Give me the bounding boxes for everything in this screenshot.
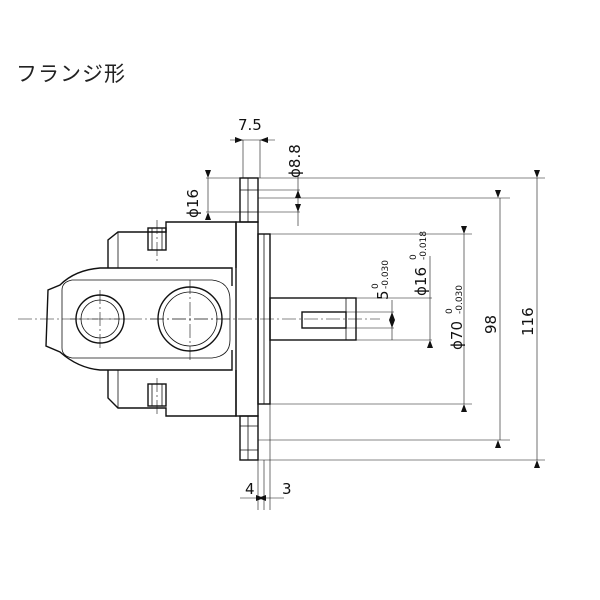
shaft-lower: -0.018 [419,231,429,260]
extension-lines [206,140,545,510]
dimension-arrowhead [235,137,243,143]
port-left [70,290,130,348]
shaft-upper: 0 [409,254,419,260]
dimension-arrowhead [461,404,467,412]
dimension-lines [207,139,538,499]
dimension-arrowhead [461,226,467,234]
dimension-arrowhead [495,190,501,198]
dim-98: 98 [482,315,500,334]
page-title: フランジ形 [16,62,126,86]
dimension-arrowhead [389,312,395,320]
dim-pilot-dia: ϕ70 0 -0.030 [445,285,466,350]
key-upper: 0 [371,283,381,289]
shaft-main: ϕ16 [412,267,430,296]
pilot-upper: 0 [445,308,455,314]
dimension-arrowhead [534,460,540,468]
dimension-arrowhead [260,137,268,143]
port-right [150,280,230,360]
dim-hole-dia: ϕ8.8 [286,144,304,178]
dimension-arrowhead [205,212,211,220]
dim-3: 3 [282,480,292,498]
dimension-arrowhead [295,190,301,198]
key-main: 5 [374,290,392,300]
dimension-arrowhead [389,320,395,328]
dim-7-5: 7.5 [238,116,262,134]
dim-boss-dia: ϕ16 [184,189,202,218]
dimension-arrowhead [205,170,211,178]
pump-body [45,220,237,417]
key-lower: -0.030 [381,260,391,289]
dimension-arrowhead [427,340,433,348]
dimension-arrowhead [256,495,264,501]
dim-116: 116 [519,307,537,336]
dimension-arrowhead [295,204,301,212]
dim-key-width: 5 0 -0.030 [371,260,392,300]
dim-4: 4 [245,480,255,498]
shaft [269,297,357,341]
pilot-main: ϕ70 [448,321,466,350]
dimension-arrowhead [495,440,501,448]
dimension-arrowhead [534,170,540,178]
dim-shaft-dia: ϕ16 0 -0.018 [409,231,430,296]
pilot-lower: -0.030 [455,285,465,314]
